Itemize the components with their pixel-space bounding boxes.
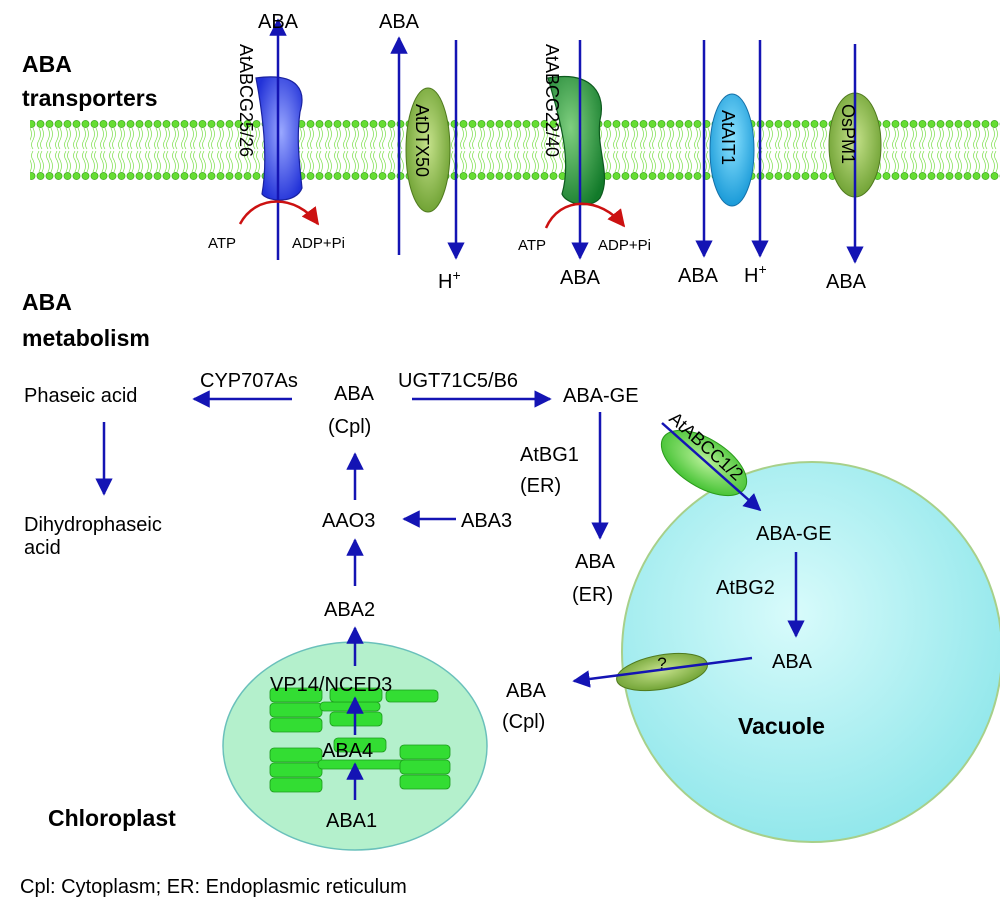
chloroplast-label: Chloroplast — [48, 805, 176, 831]
aba1-label: ABA1 — [326, 810, 377, 832]
ospm1-name: OsPM1 — [838, 104, 858, 164]
atbg1-sub: (ER) — [520, 475, 561, 497]
atabcg22-name: AtABCG22/40 — [542, 44, 562, 157]
vacuole-aba-ge: ABA-GE — [756, 523, 832, 545]
atbg1-label: AtBG1 — [520, 444, 579, 466]
transporter-atabcg25: ABA AtABCG25/26 ATP ADP+Pi — [208, 11, 345, 260]
ugt-label: UGT71C5/B6 — [398, 370, 518, 392]
atait1-protein — [709, 93, 755, 207]
atabcg22-aba-label: ABA — [560, 267, 601, 289]
unknown-transporter-label: ? — [657, 654, 666, 673]
aba3-label: ABA3 — [461, 510, 512, 532]
atdtx50-name: AtDTX50 — [412, 104, 432, 177]
vacuole-label: Vacuole — [738, 713, 825, 739]
aba-cpl-out-label: ABA — [506, 680, 547, 702]
aba-cpl-sub: (Cpl) — [328, 416, 371, 438]
atabcg25-atp: ATP — [208, 235, 236, 252]
atabcg22-adp: ADP+Pi — [598, 237, 651, 254]
vacuole-aba: ABA — [772, 651, 813, 673]
aba4-label: ABA4 — [322, 740, 373, 762]
phaseic-acid: Phaseic acid — [24, 385, 137, 407]
atait1-name: AtAIT1 — [718, 110, 738, 165]
atdtx50-aba-label: ABA — [379, 11, 420, 33]
atabcg25-adp: ADP+Pi — [292, 235, 345, 252]
dihydrophaseic-line2: acid — [24, 537, 61, 559]
atabcg25-aba-label: ABA — [258, 11, 299, 33]
footer-legend: Cpl: Cytoplasm; ER: Endoplasmic reticulu… — [20, 876, 407, 898]
section-metabolism-line2: metabolism — [22, 325, 150, 351]
transporter-atait1: AtAIT1 ABA H+ — [678, 40, 769, 287]
atabcg22-atp: ATP — [518, 237, 546, 254]
atait1-aba-label: ABA — [678, 265, 719, 287]
vacuole — [621, 461, 1000, 843]
transporter-atdtx50: ABA AtDTX50 H+ — [379, 11, 465, 293]
atait1-proton-label: H+ — [744, 261, 767, 287]
aba-cpl-out-sub: (Cpl) — [502, 711, 545, 733]
atbg2-label: AtBG2 — [716, 577, 775, 599]
transporter-atabcg22: AtABCG22/40 ATP ADP+Pi ABA — [518, 40, 651, 289]
atabcg22-atp-arrow — [544, 202, 626, 229]
section-transporters-line1: ABA — [22, 51, 72, 77]
atdtx50-proton-label: H+ — [438, 267, 461, 293]
vacuole-export-arrow — [572, 656, 753, 688]
aba-cpl-label: ABA — [334, 383, 375, 405]
aba-er-label: ABA — [575, 551, 616, 573]
thylakoid-stacks — [269, 687, 451, 793]
vp14-label: VP14/NCED3 — [270, 674, 392, 696]
section-metabolism-line1: ABA — [22, 289, 72, 315]
atabcg22-protein — [547, 76, 606, 206]
aba-er-sub: (ER) — [572, 584, 613, 606]
aba2-label: ABA2 — [324, 599, 375, 621]
atabcc-arrow — [661, 422, 762, 512]
section-transporters-line2: transporters — [22, 85, 157, 111]
aao3-label: AAO3 — [322, 510, 375, 532]
atabcg25-atp-arrow — [238, 200, 320, 226]
atdtx50-protein — [405, 87, 451, 213]
aba-ge: ABA-GE — [563, 385, 639, 407]
transporter-ospm1: OsPM1 ABA — [826, 44, 882, 293]
dihydrophaseic-line1: Dihydrophaseic — [24, 514, 162, 536]
ospm1-aba-label: ABA — [826, 271, 867, 293]
cyp707as-label: CYP707As — [200, 370, 298, 392]
atabcg25-name: AtABCG25/26 — [236, 44, 256, 157]
